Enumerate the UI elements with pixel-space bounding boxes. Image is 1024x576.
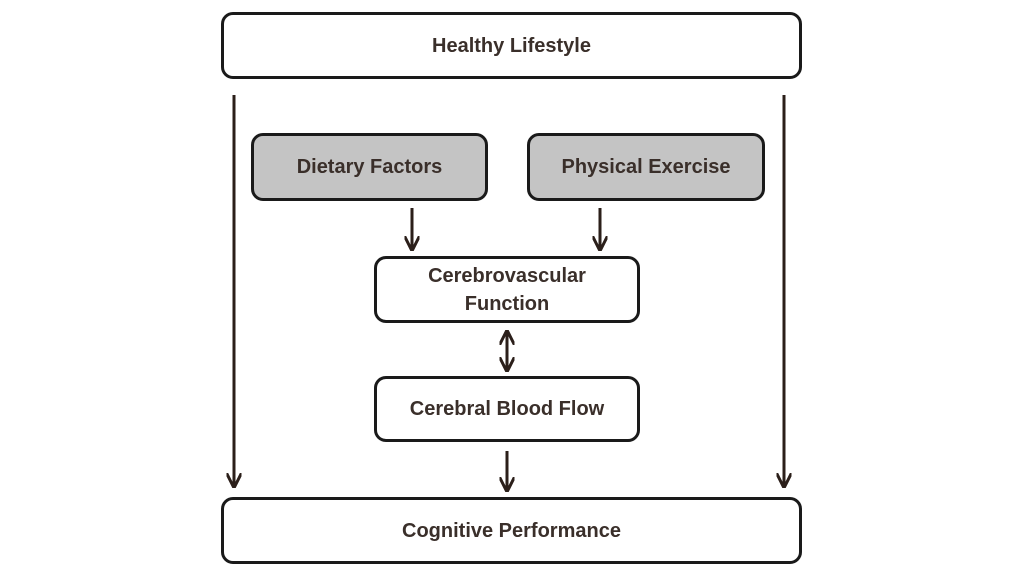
node-physical-exercise: Physical Exercise [527,133,765,201]
node-healthy-lifestyle: Healthy Lifestyle [221,12,802,79]
node-cerebrovascular-function: Cerebrovascular Function [374,256,640,323]
node-dietary-factors-label: Dietary Factors [296,156,443,178]
node-dietary-factors: Dietary Factors [251,133,488,201]
node-cerebral-blood-flow: Cerebral Blood Flow [374,376,640,442]
node-cerebral-blood-flow-label: Cerebral Blood Flow [409,398,605,420]
node-cerebrovascular-function-label: Cerebrovascular Function [428,264,586,315]
node-cognitive-performance-label: Cognitive Performance [402,519,621,542]
node-cognitive-performance: Cognitive Performance [221,497,802,564]
node-physical-exercise-label: Physical Exercise [561,156,731,178]
node-healthy-lifestyle-label: Healthy Lifestyle [432,34,591,57]
